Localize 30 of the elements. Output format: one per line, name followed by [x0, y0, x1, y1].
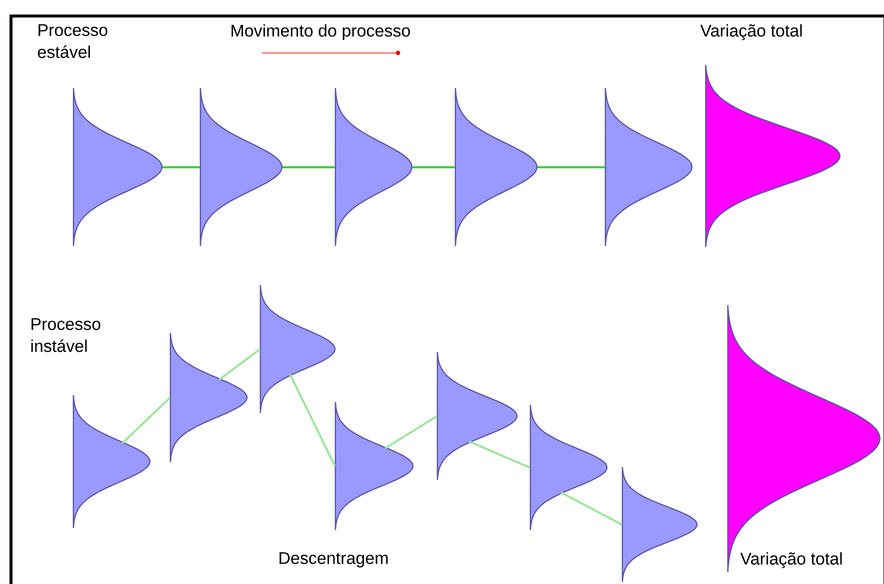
bell-curve — [727, 304, 881, 573]
bell-curve — [622, 466, 698, 583]
connector-line — [162, 166, 200, 168]
bell-curve — [334, 87, 413, 247]
connector-line — [537, 166, 605, 168]
bell-curve — [436, 351, 518, 481]
bell-curve — [72, 394, 151, 529]
bell-curve — [604, 87, 693, 247]
label-text: Variação total — [700, 24, 802, 40]
connector-line — [412, 166, 455, 168]
connector-line — [282, 166, 335, 168]
bell-curve — [170, 332, 248, 463]
connector-line — [560, 492, 622, 526]
connector-line — [289, 374, 336, 467]
bell-curve — [260, 284, 336, 414]
label-text: Descentragem — [280, 552, 388, 568]
label-text: Processo instável — [31, 318, 100, 352]
bell-curve — [334, 401, 414, 531]
connector-line — [384, 415, 438, 450]
bell-curve — [200, 87, 283, 247]
connector-line — [218, 348, 261, 380]
bell-curve — [530, 404, 608, 531]
bell-curve — [72, 87, 163, 247]
bell-curve — [705, 64, 841, 248]
label-text: Processo estável — [38, 24, 108, 58]
label-text: Movimento do processo — [232, 24, 410, 40]
bell-curve — [454, 87, 538, 247]
label-text: Variação total — [740, 552, 842, 568]
connector-line — [469, 440, 530, 469]
connector-line — [122, 396, 171, 444]
